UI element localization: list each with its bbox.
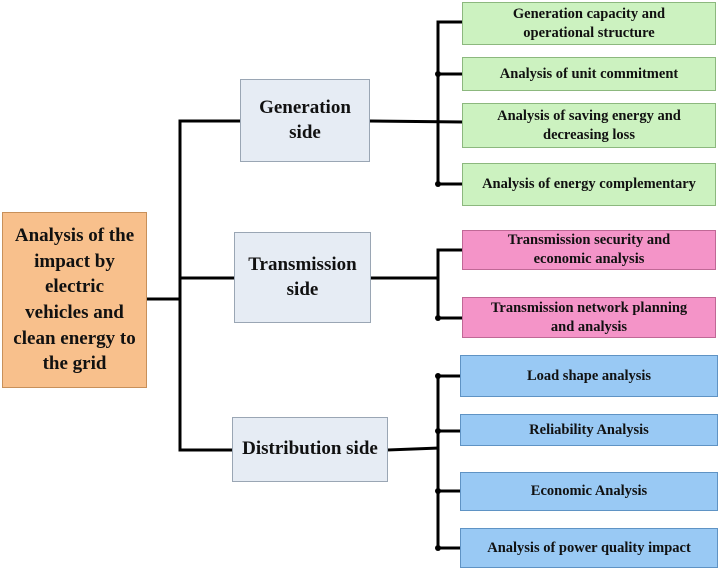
- connector-distribution-out: [386, 446, 440, 452]
- junction-dot: [435, 315, 441, 321]
- junction-dot: [435, 545, 441, 551]
- generation-side-node: Generation side: [240, 79, 370, 162]
- connector-generation-out: [368, 119, 464, 124]
- leaf-power-quality: Analysis of power quality impact: [460, 528, 718, 568]
- junction-dot: [435, 71, 441, 77]
- leaf-transmission-planning: Transmission network planning and analys…: [462, 297, 716, 338]
- transmission-side-label: Transmission side: [248, 253, 357, 300]
- leaf-generation-capacity: Generation capacity and operational stru…: [462, 2, 716, 45]
- junction-dot: [435, 181, 441, 187]
- leaf-energy-complementary: Analysis of energy complementary: [462, 163, 716, 206]
- root-node-label: Analysis of the impact by electric vehic…: [13, 225, 136, 375]
- leaf-reliability: Reliability Analysis: [460, 414, 718, 446]
- leaf-economic: Economic Analysis: [460, 472, 718, 511]
- leaf-load-shape: Load shape analysis: [460, 355, 718, 397]
- transmission-side-node: Transmission side: [234, 232, 371, 323]
- leaf-saving-energy: Analysis of saving energy and decreasing…: [462, 103, 716, 148]
- generation-side-label: Generation side: [259, 96, 351, 143]
- leaf-unit-commitment: Analysis of unit commitment: [462, 57, 716, 91]
- root-node: Analysis of the impact by electric vehic…: [2, 212, 147, 388]
- leaf-transmission-security: Transmission security and economic analy…: [462, 230, 716, 270]
- distribution-side-node: Distribution side: [232, 417, 388, 482]
- junction-dot: [435, 428, 441, 434]
- junction-dot: [435, 373, 441, 379]
- distribution-side-label: Distribution side: [242, 438, 378, 460]
- junction-dot: [435, 488, 441, 494]
